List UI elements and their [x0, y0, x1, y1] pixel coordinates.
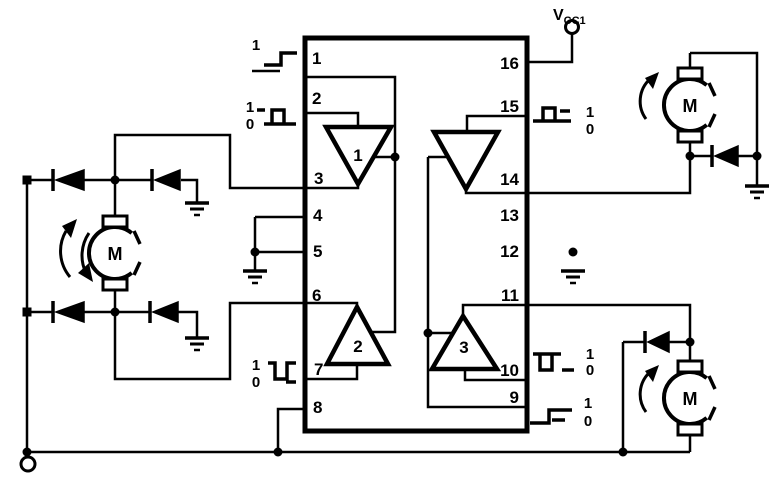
driver-2-label: 2	[353, 337, 362, 356]
junction-dot	[110, 307, 120, 317]
junction-dot	[568, 247, 578, 257]
junction-dot	[250, 247, 260, 257]
driver-1-buffer-icon	[322, 124, 395, 189]
step-up-icon	[530, 408, 572, 425]
rotation-arrow-icon	[638, 72, 659, 120]
logic-level-label: 0	[586, 362, 594, 379]
pin-label-11: 11	[501, 286, 519, 305]
pin-label-6: 6	[312, 286, 321, 305]
pulse-high-icon	[257, 108, 296, 126]
logic-level-label: 0	[584, 413, 592, 430]
left-pin-labels: 1 2 3 4 5 6 7 8	[312, 49, 323, 417]
vcc1-terminal	[564, 19, 580, 35]
logic-level-label: 0	[252, 374, 260, 391]
junction-dot	[685, 151, 695, 161]
pin-label-13: 13	[500, 206, 519, 225]
pin-label-9: 9	[510, 388, 519, 407]
logic-level-label: 1	[584, 395, 592, 412]
junction-dot	[423, 328, 433, 338]
pin-label-7: 7	[314, 360, 323, 379]
signal-pin9: 1 0	[530, 395, 592, 430]
diode-icon	[148, 300, 179, 324]
ground-icon	[745, 184, 769, 200]
right-pin-labels: 16 15 14 13 12 11 10 9	[500, 54, 519, 407]
vcc1-label: VCC1	[553, 7, 586, 27]
pulse-low-icon	[533, 352, 574, 372]
junction-dot	[22, 447, 32, 457]
pulse-low-icon	[268, 361, 296, 384]
pin-label-16: 16	[500, 54, 519, 73]
logic-level-label: 0	[246, 116, 254, 133]
logic-level-label: 1	[246, 99, 254, 116]
signal-pin10: 1 0	[533, 346, 594, 379]
pin-label-8: 8	[313, 398, 322, 417]
ground-icon	[185, 336, 209, 352]
junction-square	[22, 307, 32, 317]
pin-label-5: 5	[313, 242, 322, 261]
junction-dot	[110, 175, 120, 185]
pin-label-12: 12	[500, 242, 519, 261]
logic-level-label: 1	[586, 104, 594, 121]
pin-label-10: 10	[500, 361, 519, 380]
logic-level-label: 0	[586, 121, 594, 138]
pin-label-4: 4	[313, 206, 323, 225]
supply-terminal	[19, 455, 37, 473]
ground-icon	[185, 201, 209, 217]
driver-2-buffer-icon	[323, 302, 392, 367]
diode-icon	[710, 144, 739, 168]
signal-pin7: 1 0	[252, 357, 296, 391]
driver-1-label: 1	[353, 146, 362, 165]
motor-left-label: M	[108, 244, 123, 264]
step-up-icon	[264, 51, 297, 67]
logic-level-label: 1	[586, 346, 594, 363]
junction-dot	[618, 447, 628, 457]
ground-icon	[561, 269, 585, 285]
junction-dot	[685, 337, 695, 347]
pin-label-15: 15	[500, 97, 519, 116]
pin-label-3: 3	[314, 169, 323, 188]
diode-icon	[51, 168, 85, 192]
junction-dot	[390, 152, 400, 162]
driver-3-buffer-icon	[428, 311, 502, 372]
wire-network	[25, 34, 759, 457]
junction-dots	[22, 151, 762, 457]
motor-top-right: M	[638, 66, 717, 144]
pulse-high-icon	[533, 106, 571, 123]
logic-level-label: 1	[252, 357, 260, 374]
ground-icon	[243, 269, 267, 285]
motor-top-right-label: M	[683, 96, 698, 116]
junction-dot	[273, 447, 283, 457]
diode-icon	[150, 168, 181, 192]
junction-dot	[752, 151, 762, 161]
pin-label-2: 2	[312, 89, 321, 108]
driver-3-label: 3	[459, 338, 468, 357]
junction-square	[22, 175, 32, 185]
driver-4-buffer-icon	[430, 129, 502, 194]
diode-icon	[643, 330, 670, 354]
signal-pin1: 1	[252, 37, 297, 73]
motor-bottom-right: M	[638, 359, 717, 437]
signal-pin15: 1 0	[533, 104, 594, 138]
rotation-arrows-icon	[59, 219, 93, 282]
pin-label-14: 14	[500, 170, 519, 189]
motor-left: M	[59, 214, 142, 292]
ic-outline	[302, 35, 530, 434]
logic-level-label: 1	[252, 37, 260, 54]
pin-label-1: 1	[312, 49, 321, 68]
signal-pin2: 1 0	[246, 99, 296, 133]
diode-icon	[51, 300, 85, 324]
rotation-arrow-icon	[638, 365, 659, 413]
motor-bottom-right-label: M	[683, 389, 698, 409]
